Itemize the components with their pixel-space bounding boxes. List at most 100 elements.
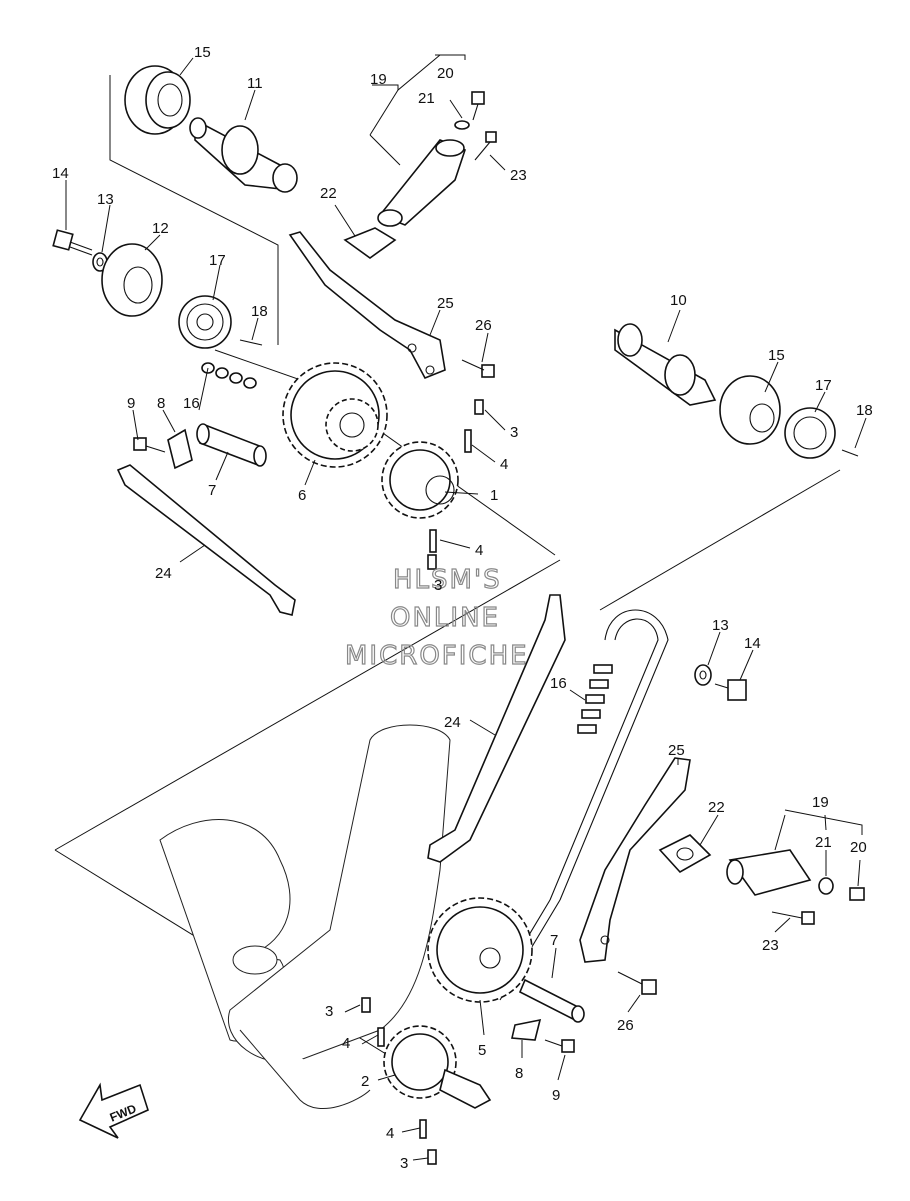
callout-5: 5 [478,1042,486,1059]
callout-14-top: 14 [52,165,69,182]
callout-23-top: 23 [510,167,527,184]
callout-4-bottom-b: 4 [386,1125,394,1142]
callout-15-right: 15 [768,347,785,364]
callout-4-top-a: 4 [500,456,508,473]
callout-14-bottom: 14 [744,635,761,652]
gear-2 [383,1025,492,1109]
plate-12 [101,243,163,317]
callout-24-bottom: 24 [444,714,461,731]
callout-13-bottom: 13 [712,617,729,634]
callout-23-bottom: 23 [762,937,779,954]
callout-7-top: 7 [208,482,216,499]
callout-1: 1 [490,487,498,504]
callout-17-top: 17 [209,252,226,269]
watermark-line-2: ONLINE [390,603,500,633]
pin-18-top [239,339,263,346]
chain-guide-24-bottom [427,594,566,863]
callout-20-bottom: 20 [850,839,867,856]
fwd-arrow: FWD [78,1082,149,1139]
callout-24-top: 24 [155,565,172,582]
callout-11: 11 [247,75,263,92]
chain-16-bottom [577,664,613,734]
callout-19-top: 19 [370,71,387,88]
callout-26-bottom: 26 [617,1017,634,1034]
bolt-14-bottom [714,679,747,701]
callout-8-top: 8 [157,395,165,412]
tensioner-19-bottom [726,849,812,896]
camshaft-10 [614,323,717,406]
bolt-14-top [52,229,93,256]
callout-labels: 15 11 20 19 21 23 14 13 22 12 17 18 25 2… [52,44,873,1172]
callout-3-bottom-b: 3 [400,1155,408,1172]
bolt-26-bottom [617,971,657,995]
bearing-15-top [124,65,191,135]
washer-21-bottom [818,877,834,895]
callout-4-bottom-a: 4 [342,1035,350,1052]
callout-17-right: 17 [815,377,832,394]
bolt-20-top [471,91,485,121]
callout-9-top: 9 [127,395,135,412]
plate-8-bottom [511,1018,542,1041]
callout-3-bottom-a: 3 [325,1003,333,1020]
gear-6 [282,362,388,468]
crankcase-ghost [159,724,451,1110]
chain-16-top [201,362,257,389]
callout-8-bottom: 8 [515,1065,523,1082]
washer-21-top [454,120,470,130]
chain-guide-25-bottom [579,757,691,963]
callout-20-top: 20 [437,65,454,82]
bolt-9-top [133,437,166,453]
callout-4-top-b: 4 [475,542,483,559]
watermark-line-1: HLSM'S [393,565,502,595]
sprocket-17-top [178,295,232,349]
gear-1 [381,441,459,519]
chain-guide-25-top [288,231,446,380]
callout-2: 2 [361,1073,369,1090]
callout-18-top: 18 [251,303,268,320]
spring-pin-top [427,399,484,570]
callout-10: 10 [670,292,687,309]
tensioner-19-top [377,139,466,227]
callout-21-bottom: 21 [815,834,832,851]
callout-9-bottom: 9 [552,1087,560,1104]
callout-6: 6 [298,487,306,504]
watermark-line-3: MICROFICHE [345,641,529,671]
callout-18-right: 18 [856,402,873,419]
chain-guide-24-top [116,464,296,616]
callout-12: 12 [152,220,169,237]
bolt-23-top [474,131,497,161]
callout-7-bottom: 7 [550,932,558,949]
leader-lines [65,54,867,1161]
bolt-9-bottom [544,1039,575,1053]
bolt-20-bottom [849,887,865,901]
callout-26-top: 26 [475,317,492,334]
watermark: HLSM'S ONLINE MICROFICHE [344,564,529,671]
plate-8-top [167,428,193,470]
shaft-7-top [196,423,267,467]
pin-18-right [841,449,859,457]
callout-21-top: 21 [418,90,435,107]
bolt-23-bottom [771,911,815,925]
spring-pin-bottom [361,997,437,1165]
sprocket-17-right [784,407,836,459]
callout-19-bottom: 19 [812,794,829,811]
gear-5 [427,897,533,1003]
washer-13-bottom [694,664,712,686]
bolt-26-top [461,359,495,378]
callout-16-top: 16 [183,395,200,412]
shaft-7-bottom [518,978,585,1023]
callout-13-top: 13 [97,191,114,208]
callout-3-top-b: 3 [434,577,442,594]
callout-25-top: 25 [437,295,454,312]
callout-3-top-a: 3 [510,424,518,441]
callout-16-bottom: 16 [550,675,567,692]
callout-22-top: 22 [320,185,337,202]
bearing-15-right [719,375,781,445]
gasket-22-top [343,227,397,259]
gasket-22-bottom [658,834,712,874]
callout-15-top: 15 [194,44,211,61]
camshaft-11 [189,117,298,193]
callout-25-bottom: 25 [668,742,685,759]
callout-22-bottom: 22 [708,799,725,816]
